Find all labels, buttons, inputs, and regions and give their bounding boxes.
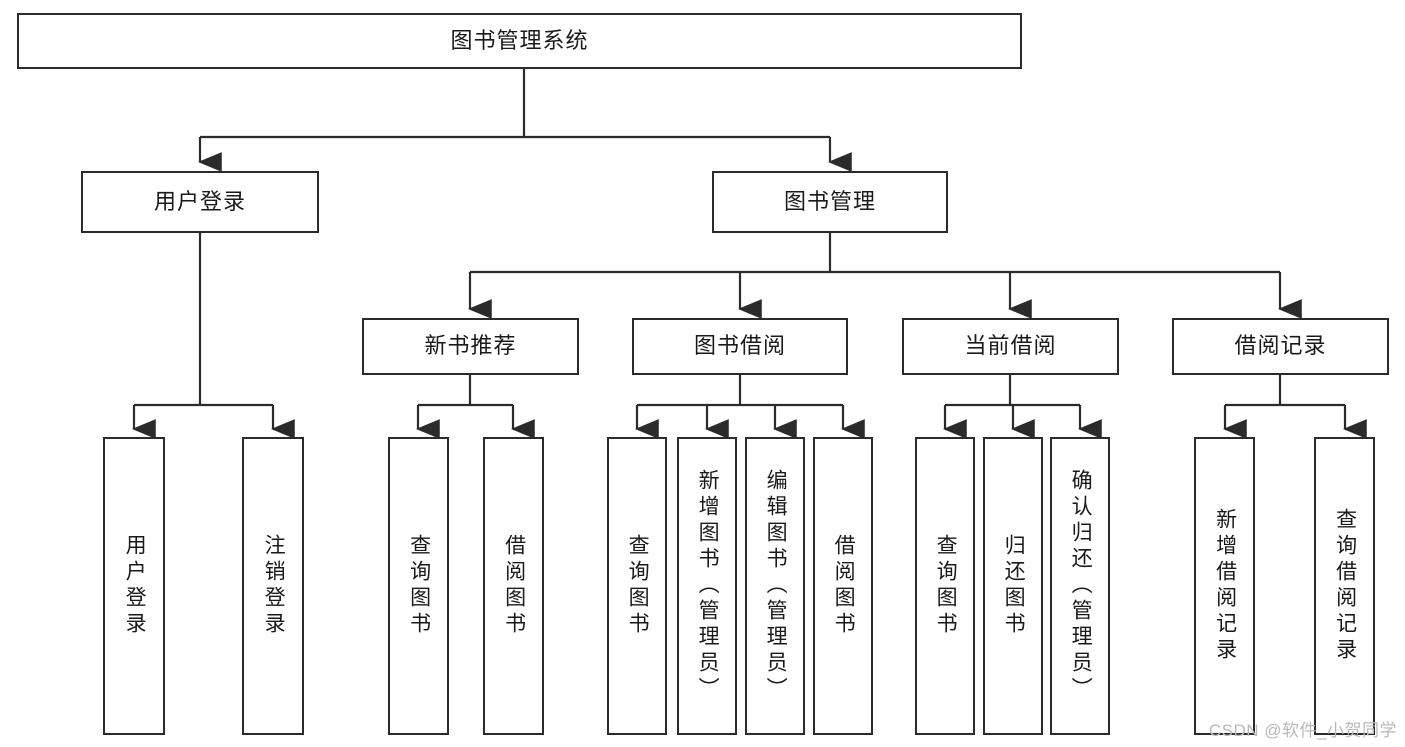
node-book-management[interactable]: 图书管理 [712, 171, 948, 233]
leaf-query-book-borrow[interactable]: 查询图书 [607, 437, 667, 735]
leaf-add-book-admin[interactable]: 新增图书（管理员） [677, 437, 737, 735]
node-root-label: 图书管理系统 [450, 27, 589, 53]
leaf-edit-book-admin[interactable]: 编辑图书（管理员） [745, 437, 805, 735]
leaf-user-login-label: 用户登录 [123, 534, 147, 638]
node-user-login[interactable]: 用户登录 [81, 171, 319, 233]
leaf-borrow-book[interactable]: 借阅图书 [813, 437, 873, 735]
leaf-query-book-recommend-label: 查询图书 [407, 534, 431, 638]
leaf-query-book-current-label: 查询图书 [934, 534, 958, 638]
leaf-query-book-recommend[interactable]: 查询图书 [388, 437, 449, 735]
node-root[interactable]: 图书管理系统 [17, 13, 1022, 69]
node-borrow-record[interactable]: 借阅记录 [1172, 318, 1389, 375]
leaf-add-book-admin-label: 新增图书（管理员） [696, 469, 720, 703]
leaf-user-login[interactable]: 用户登录 [103, 437, 165, 735]
leaf-add-borrow-record[interactable]: 新增借阅记录 [1194, 437, 1255, 735]
leaf-borrow-book-recommend[interactable]: 借阅图书 [483, 437, 544, 735]
node-borrow-record-label: 借阅记录 [1234, 333, 1327, 359]
node-book-borrow[interactable]: 图书借阅 [632, 318, 848, 375]
leaf-logout[interactable]: 注销登录 [242, 437, 304, 735]
node-book-borrow-label: 图书借阅 [693, 333, 786, 359]
node-new-book-recommend[interactable]: 新书推荐 [362, 318, 579, 375]
node-new-book-recommend-label: 新书推荐 [424, 333, 517, 359]
leaf-query-book-borrow-label: 查询图书 [626, 534, 650, 638]
leaf-borrow-book-label: 借阅图书 [832, 534, 856, 638]
leaf-add-borrow-record-label: 新增借阅记录 [1213, 508, 1237, 664]
csdn-watermark: CSDN @软件_小贺同学 [1208, 721, 1397, 740]
leaf-query-book-current[interactable]: 查询图书 [915, 437, 975, 735]
leaf-query-borrow-record[interactable]: 查询借阅记录 [1314, 437, 1375, 735]
node-book-management-label: 图书管理 [783, 188, 876, 214]
leaf-confirm-return-admin-label: 确认归还（管理员） [1069, 469, 1093, 703]
leaf-borrow-book-recommend-label: 借阅图书 [502, 534, 526, 638]
leaf-logout-label: 注销登录 [262, 534, 286, 638]
leaf-edit-book-admin-label: 编辑图书（管理员） [764, 469, 788, 703]
node-current-borrow-label: 当前借阅 [964, 333, 1057, 359]
leaf-query-borrow-record-label: 查询借阅记录 [1333, 508, 1357, 664]
leaf-confirm-return-admin[interactable]: 确认归还（管理员） [1050, 437, 1110, 735]
leaf-return-book-label: 归还图书 [1002, 534, 1026, 638]
leaf-return-book[interactable]: 归还图书 [983, 437, 1043, 735]
node-current-borrow[interactable]: 当前借阅 [902, 318, 1119, 375]
node-user-login-label: 用户登录 [153, 188, 246, 214]
